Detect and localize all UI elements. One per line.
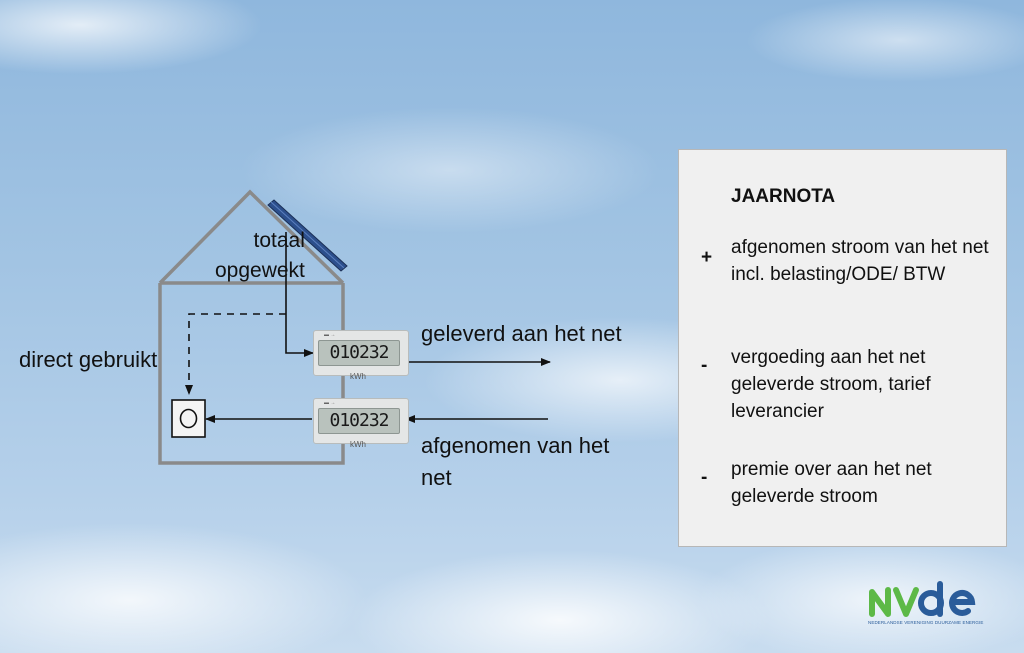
bill-item: premie over aan het net geleverde stroom [731, 459, 932, 507]
nvde-logo-mark [869, 581, 976, 617]
label-taken-from-grid: afgenomen van het net [421, 433, 610, 490]
meter-delivered: ▬ → 010232 kWh [313, 330, 409, 381]
generation-arrow [285, 232, 314, 357]
appliance-icon [171, 399, 206, 438]
label-delivered-to-grid: geleverd aan het net [421, 321, 622, 346]
logo-subtitle: NEDERLANDSE VERENIGING DUURZAME ENERGIE [868, 620, 984, 625]
solar-panel-icon [267, 199, 348, 272]
annual-bill-panel: JAARNOTA + afgenomen stroom van het net … [678, 149, 1007, 547]
bill-item: vergoeding aan het net geleverde stroom,… [731, 347, 931, 422]
meter-reading: 010232 [318, 340, 400, 366]
meter-unit: kWh [350, 372, 366, 381]
minus-sign: - [701, 467, 708, 488]
meter-taken: ▬ → 010232 kWh [313, 398, 409, 449]
label-direct-used: direct gebruikt [19, 347, 158, 372]
bill-item: afgenomen stroom van het net incl. belas… [731, 237, 989, 285]
nvde-logo: NEDERLANDSE VERENIGING DUURZAME ENERGIE [868, 580, 993, 630]
meter-unit: kWh [350, 440, 366, 449]
plus-sign: + [701, 247, 713, 268]
panel-title: JAARNOTA [731, 186, 836, 207]
meter-reading: 010232 [318, 408, 400, 434]
minus-sign: - [701, 355, 708, 376]
label-total-generated: totaal opgewekt [215, 229, 305, 282]
direct-use-arrow [185, 313, 286, 395]
